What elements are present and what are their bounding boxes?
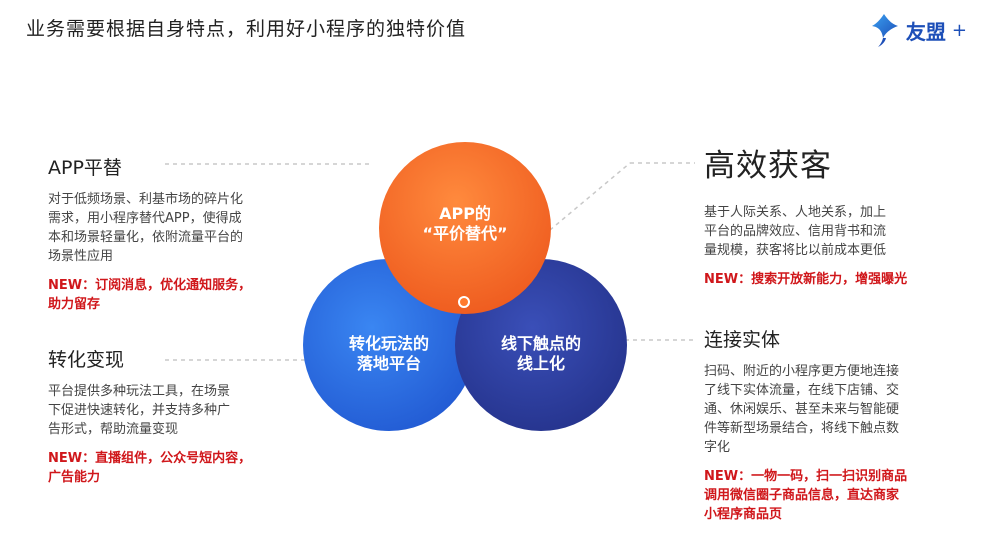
new-line: NEW：搜索开放新能力，增强曝光: [704, 272, 908, 287]
block-connect-entities: 连接实体 扫码、附近的小程序更方便地连接 了线下实体流量，在线下店铺、交 通、休…: [704, 325, 939, 524]
block-desc: 对于低频场景、利基市场的碎片化 需求，用小程序替代APP，使得成 本和场景轻量化…: [48, 190, 283, 266]
new-line: NEW：一物一码，扫一扫识别商品: [704, 469, 908, 484]
desc-line: 通、休闲娱乐、甚至未来与智能硬: [704, 402, 900, 417]
circle-right-line-2: 线上化: [516, 354, 565, 373]
desc-line: 本和场景轻量化，依附流量平台的: [48, 230, 244, 245]
desc-line: 平台提供多种玩法工具，在场景: [48, 384, 231, 399]
desc-line: 平台的品牌效应、信用背书和流: [704, 224, 887, 239]
new-line: NEW：直播组件，公众号短内容，: [48, 451, 252, 466]
new-line: 助力留存: [48, 297, 101, 312]
block-desc: 扫码、附近的小程序更方便地连接 了线下实体流量，在线下店铺、交 通、休闲娱乐、甚…: [704, 362, 939, 457]
block-title: 高效获客: [704, 148, 832, 184]
circle-left-label: 转化玩法的 落地平台: [334, 334, 444, 374]
new-line: 广告能力: [48, 470, 101, 485]
block-title: 连接实体: [704, 329, 781, 351]
desc-line: 需求，用小程序替代APP，使得成: [48, 211, 242, 226]
block-app-replacement: APP平替 对于低频场景、利基市场的碎片化 需求，用小程序替代APP，使得成 本…: [48, 153, 283, 314]
page-title: 业务需要根据自身特点，利用好小程序的独特价值: [26, 18, 467, 40]
block-title: APP平替: [48, 157, 122, 179]
desc-line: 字化: [704, 440, 731, 455]
desc-line: 基于人际关系、人地关系，加上: [704, 205, 887, 220]
desc-line: 下促进快速转化，并支持多种广: [48, 403, 231, 418]
block-new: NEW：一物一码，扫一扫识别商品 调用微信圈子商品信息，直达商家 小程序商品页: [704, 467, 939, 524]
center-dot: [458, 296, 470, 308]
new-line: NEW：订阅消息，优化通知服务，: [48, 278, 252, 293]
circle-left-line-2: 落地平台: [356, 354, 421, 373]
circle-top-label: APP的 “平价替代”: [405, 204, 525, 244]
desc-line: 了线下实体流量，在线下店铺、交: [704, 383, 900, 398]
new-line: 小程序商品页: [704, 507, 783, 522]
block-new: NEW：订阅消息，优化通知服务， 助力留存: [48, 276, 283, 314]
desc-line: 扫码、附近的小程序更方便地连接: [704, 364, 900, 379]
circle-left-line-1: 转化玩法的: [348, 334, 429, 353]
block-customer-acquisition: 高效获客 基于人际关系、人地关系，加上 平台的品牌效应、信用背书和流 量规模，获…: [704, 140, 939, 289]
block-new: NEW：搜索开放新能力，增强曝光: [704, 270, 939, 289]
logo: 友盟 +: [870, 10, 967, 50]
circle-right-line-1: 线下触点的: [500, 334, 581, 353]
block-title: 转化变现: [48, 349, 125, 371]
desc-line: 件等新型场景结合，将线下触点数: [704, 421, 900, 436]
new-line: 调用微信圈子商品信息，直达商家: [704, 488, 900, 503]
block-monetization: 转化变现 平台提供多种玩法工具，在场景 下促进快速转化，并支持多种广 告形式，帮…: [48, 345, 283, 487]
block-new: NEW：直播组件，公众号短内容， 广告能力: [48, 449, 283, 487]
circle-top-line-1: APP的: [439, 204, 491, 223]
block-desc: 基于人际关系、人地关系，加上 平台的品牌效应、信用背书和流 量规模，获客将比以前…: [704, 203, 939, 260]
bird-logo-icon: [871, 14, 898, 47]
block-desc: 平台提供多种玩法工具，在场景 下促进快速转化，并支持多种广 告形式，帮助流量变现: [48, 382, 283, 439]
circle-right-label: 线下触点的 线上化: [486, 334, 596, 374]
circle-top-line-2: “平价替代”: [422, 224, 508, 243]
circle-top: [379, 142, 551, 314]
desc-line: 场景性应用: [48, 249, 114, 264]
desc-line: 量规模，获客将比以前成本更低: [704, 243, 887, 258]
desc-line: 告形式，帮助流量变现: [48, 422, 179, 437]
desc-line: 对于低频场景、利基市场的碎片化: [48, 192, 244, 207]
logo-plus: +: [951, 19, 967, 41]
logo-text: 友盟: [905, 19, 946, 44]
